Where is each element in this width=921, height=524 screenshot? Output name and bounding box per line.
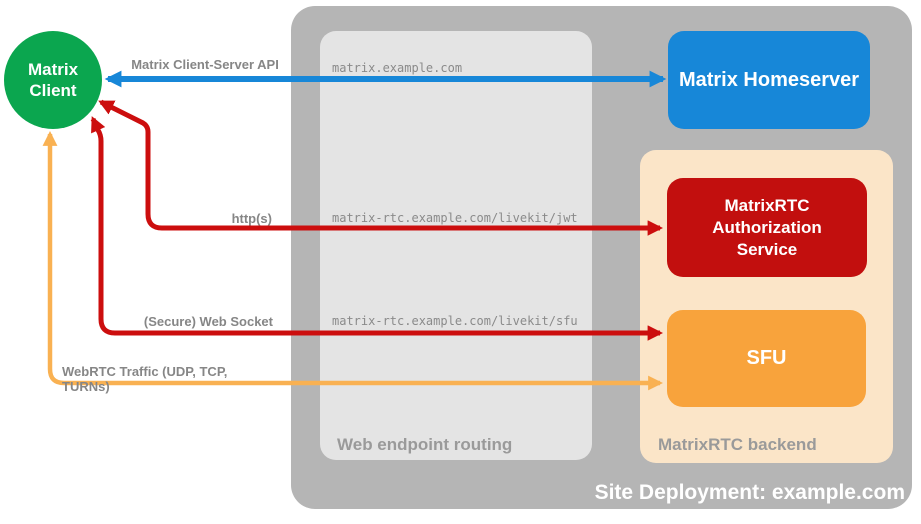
endpoint-livekit-sfu: matrix-rtc.example.com/livekit/sfu bbox=[332, 314, 578, 328]
label-webrtc-traffic: WebRTC Traffic (UDP, TCP, TURNs) bbox=[62, 364, 228, 394]
endpoint-livekit-jwt: matrix-rtc.example.com/livekit/jwt bbox=[332, 211, 578, 225]
node-sfu: SFU bbox=[667, 310, 866, 407]
matrix-homeserver-label: Matrix Homeserver bbox=[678, 68, 860, 91]
node-matrix-homeserver: Matrix Homeserver bbox=[668, 31, 870, 129]
label-client-server-api: Matrix Client-Server API bbox=[131, 57, 279, 72]
label-site-deployment: Site Deployment: example.com bbox=[594, 481, 905, 504]
matrixrtc-auth-service-label: MatrixRTC Authorization Service bbox=[712, 195, 822, 259]
label-matrixrtc-backend: MatrixRTC backend bbox=[658, 435, 817, 454]
node-matrixrtc-auth-service: MatrixRTC Authorization Service bbox=[667, 178, 867, 277]
web-endpoint-routing-box bbox=[320, 31, 592, 460]
endpoint-matrix-example: matrix.example.com bbox=[332, 61, 463, 75]
sfu-label: SFU bbox=[746, 347, 787, 369]
label-websocket: (Secure) Web Socket bbox=[143, 314, 273, 329]
label-web-endpoint-routing: Web endpoint routing bbox=[337, 435, 513, 454]
label-https: http(s) bbox=[231, 211, 272, 226]
matrix-client-label: Matrix Client bbox=[27, 60, 79, 100]
node-matrix-client: Matrix Client bbox=[4, 31, 102, 129]
